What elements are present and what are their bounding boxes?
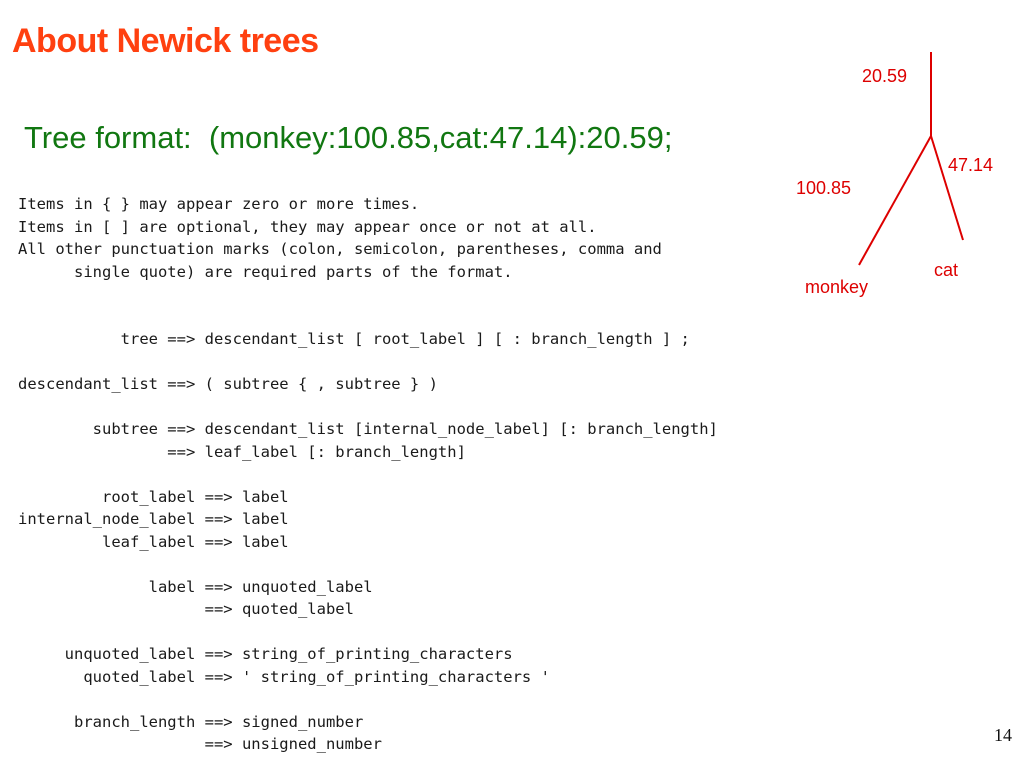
tree-format-line: Tree format: (monkey:100.85,cat:47.14):2… [24,120,673,155]
grammar-line: unquoted_label ==> string_of_printing_ch… [18,645,513,663]
monkey-leaf-label: monkey [805,277,868,297]
note-line: All other punctuation marks (colon, semi… [18,240,662,258]
grammar-line: internal_node_label ==> label [18,510,289,528]
grammar-line [18,621,718,644]
grammar-line: ==> unsigned_number [18,735,382,753]
grammar-line: label ==> unquoted_label [18,577,373,596]
note-line: Items in [ ] are optional, they may appe… [18,217,597,236]
monkey-branch-length-label: 100.85 [796,178,851,198]
grammar-line [18,463,718,486]
tree-diagram: 20.59 100.85 47.14 monkey cat [796,52,993,297]
cat-leaf-label: cat [934,260,958,280]
cat-branch [930,135,964,241]
grammar-line: ==> quoted_label [18,600,354,618]
note-line: Items in { } may appear zero or more tim… [18,195,420,213]
grammar-line [18,396,718,419]
grammar-line: root_label ==> label [18,487,289,506]
grammar-line [18,553,718,576]
grammar-line: descendant_list ==> ( subtree { , subtre… [18,375,438,393]
cat-branch-length-label: 47.14 [948,155,993,175]
page-number: 14 [994,725,1012,745]
grammar-line: branch_length ==> signed_number [18,712,364,731]
grammar-line [18,351,718,374]
note-line: single quote) are required parts of the … [18,262,513,281]
monkey-branch [858,135,932,266]
newick-grammar: tree ==> descendant_list [ root_label ] … [18,328,718,756]
grammar-notes: Items in { } may appear zero or more tim… [18,193,662,283]
slide-title: About Newick trees [12,22,319,60]
grammar-line: tree ==> descendant_list [ root_label ] … [18,330,690,348]
grammar-line: ==> leaf_label [: branch_length] [18,442,466,461]
root-branch-length-label: 20.59 [862,66,907,86]
grammar-line [18,688,718,711]
grammar-line: leaf_label ==> label [18,532,289,551]
grammar-line: subtree ==> descendant_list [internal_no… [18,420,718,438]
grammar-line: quoted_label ==> ' string_of_printing_ch… [18,667,550,686]
